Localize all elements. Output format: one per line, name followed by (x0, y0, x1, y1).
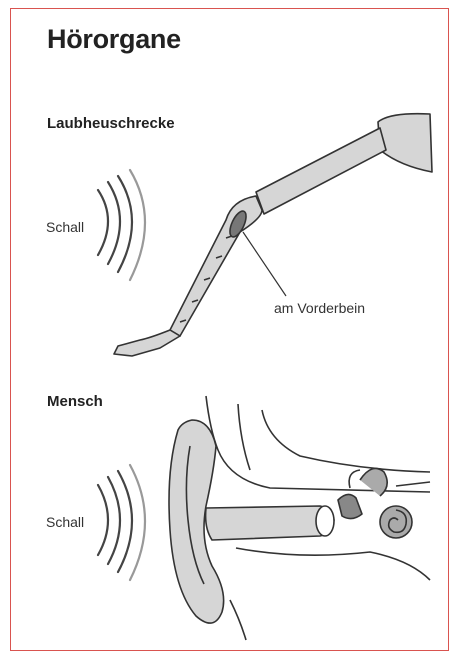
grasshopper-leg (114, 114, 432, 356)
sound-waves-bottom (98, 465, 145, 580)
sound-waves-top (98, 170, 145, 280)
human-ear (169, 396, 430, 640)
